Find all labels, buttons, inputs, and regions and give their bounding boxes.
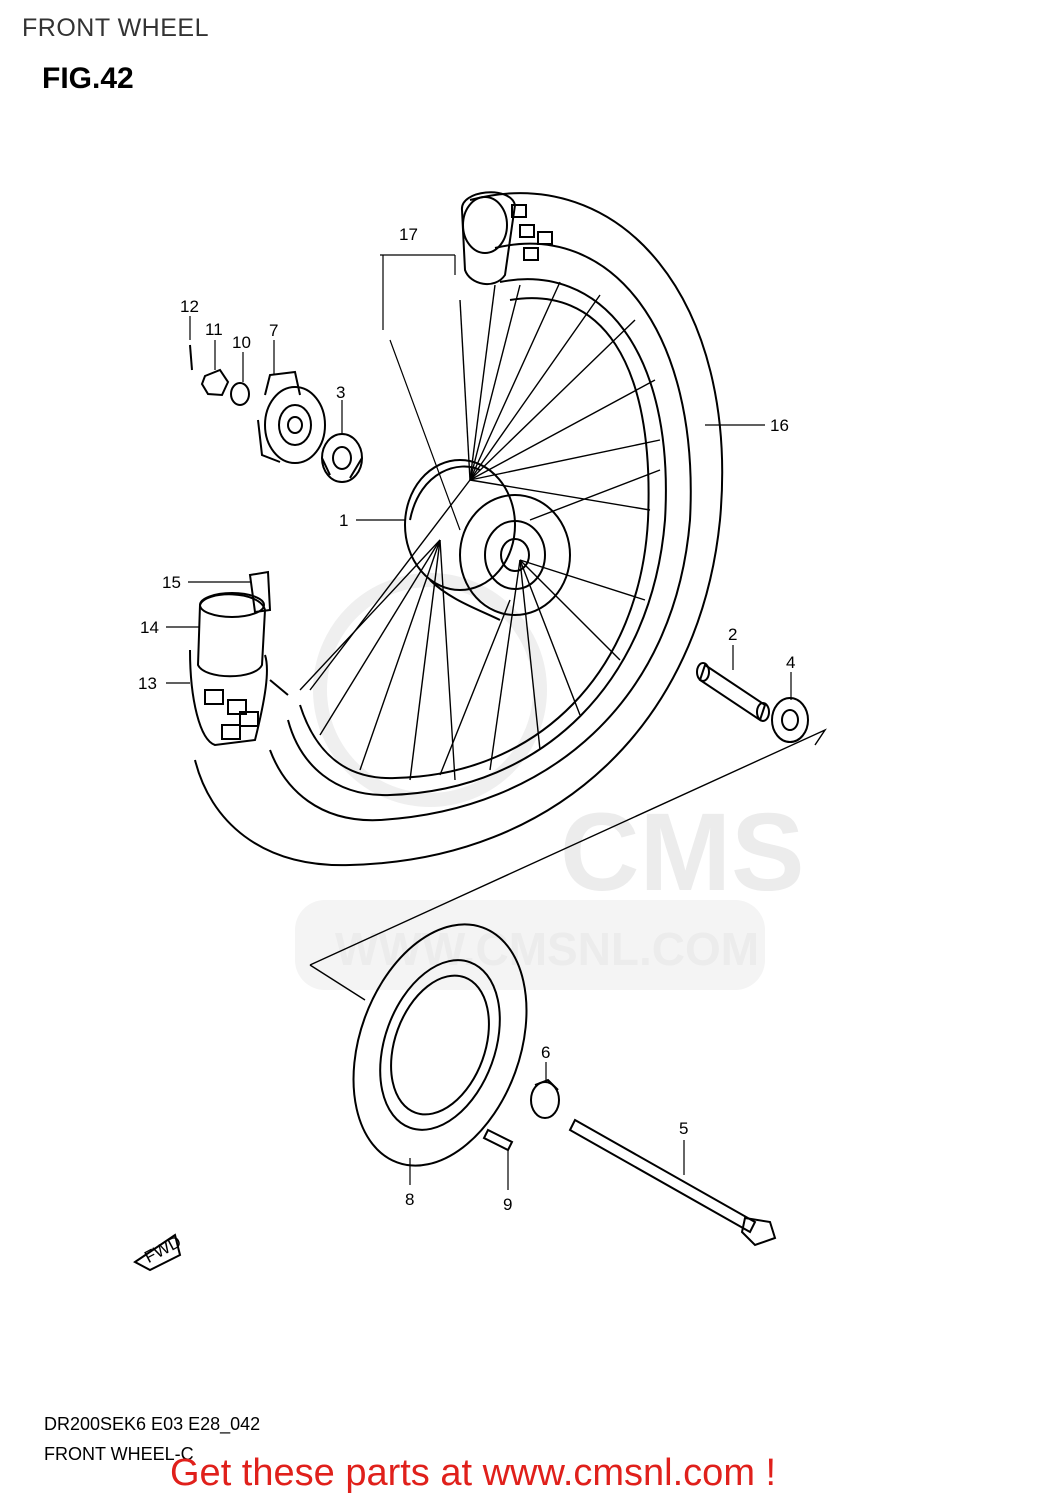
callout-16: 16 [770, 416, 789, 435]
callout-4: 4 [786, 653, 795, 672]
cms-watermark: CMS WWW.CMSNL.COM [295, 573, 804, 990]
callout-3: 3 [336, 383, 345, 402]
callout-15: 15 [162, 573, 181, 592]
promo-link[interactable]: Get these parts at www.cmsnl.com ! [170, 1452, 777, 1494]
spacer-2 [696, 662, 770, 722]
leader-lines [166, 316, 792, 1190]
front-axle [568, 1118, 777, 1247]
spokes [299, 281, 661, 781]
callout-13: 13 [138, 674, 157, 693]
callout-14: 14 [140, 618, 159, 637]
callout-5: 5 [679, 1119, 688, 1138]
callout-17: 17 [399, 225, 418, 244]
rim-band-and-tube-parts [189, 570, 272, 747]
callout-12: 12 [180, 297, 199, 316]
assembly-line [309, 728, 827, 1001]
callout-2: 2 [728, 625, 737, 644]
fwd-arrow-icon [133, 1233, 182, 1272]
callout-9: 9 [503, 1195, 512, 1214]
bearing-3 [321, 433, 363, 483]
watermark-url: WWW.CMSNL.COM [335, 923, 759, 975]
speedometer-gearbox [257, 370, 326, 464]
wheel-hub [404, 459, 571, 621]
tube-valve-top [460, 191, 553, 285]
tire-and-rim [194, 192, 724, 867]
disc-bolt-9 [482, 1128, 514, 1152]
callout-6: 6 [541, 1043, 550, 1062]
callout-8: 8 [405, 1190, 414, 1209]
cotter-pin-12 [189, 344, 193, 371]
axle-nut-6 [530, 1078, 560, 1119]
callout-10: 10 [232, 333, 251, 352]
brake-disc [352, 923, 528, 1167]
page-title: FRONT WHEEL [22, 14, 209, 42]
callout-1: 1 [339, 511, 348, 530]
callout-7: 7 [269, 321, 278, 340]
diagram-name: FRONT WHEEL-C [44, 1444, 194, 1464]
washer-10 [230, 382, 250, 406]
bearing-4 [771, 697, 809, 743]
model-code: DR200SEK6 E03 E28_042 [44, 1414, 261, 1434]
watermark-brand: CMS [560, 791, 804, 914]
figure-label: FIG.42 [42, 62, 134, 95]
callout-11: 11 [205, 320, 223, 339]
nut-11 [200, 368, 230, 397]
valve-leader [380, 254, 461, 531]
